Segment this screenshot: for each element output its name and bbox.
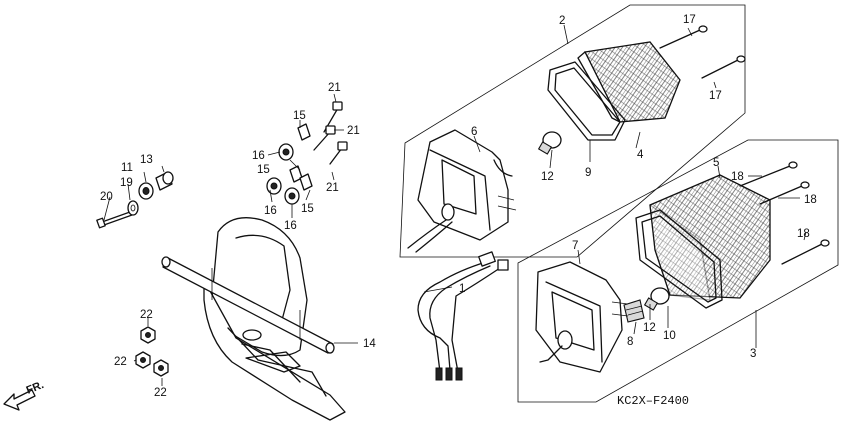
callout-15: 15: [293, 110, 306, 122]
callout-16: 16: [284, 220, 297, 232]
leader-lines: [103, 24, 807, 386]
lens-gasket-10: [635, 209, 723, 309]
mounting-screws-18: [739, 161, 830, 265]
callout-16: 16: [252, 150, 265, 162]
mounting-screws-17: [659, 25, 746, 79]
group-box-3: [517, 139, 839, 403]
callout-14: 14: [363, 338, 376, 350]
callout-16: 16: [264, 205, 277, 217]
callout-22: 22: [114, 356, 127, 368]
callout-21: 21: [328, 82, 341, 94]
taillight-lens-4: [577, 41, 681, 123]
callout-18: 18: [804, 194, 817, 206]
callout-3: 3: [750, 348, 756, 360]
callout-4: 4: [637, 149, 644, 161]
callout-labels: 2 17 17 6 4 9 12 5 18 18 18 7 1 12 8 10 …: [100, 14, 817, 399]
license-bracket: [161, 217, 346, 421]
direction-label: FR.: [25, 379, 46, 397]
hardware-grommet-11: [138, 182, 154, 200]
callout-21: 21: [347, 125, 360, 137]
callout-13: 13: [140, 154, 153, 166]
hardware-nuts-22: [135, 326, 169, 377]
bulb-12-lower: [643, 287, 670, 311]
callout-19: 19: [120, 177, 133, 189]
callout-11: 11: [121, 162, 133, 174]
callout-7: 7: [572, 240, 578, 252]
callout-12: 12: [643, 322, 656, 334]
lens-gasket-9: [547, 61, 626, 141]
callout-8: 8: [627, 336, 633, 348]
group-box-2: [399, 4, 746, 258]
bulb-12-upper: [537, 131, 562, 155]
hardware-bolt-20: [96, 211, 133, 229]
bulb-socket-8: [623, 299, 645, 323]
callout-10: 10: [663, 330, 676, 342]
hardware-collar-13: [155, 171, 174, 191]
callout-2: 2: [559, 15, 565, 27]
callout-18: 18: [797, 228, 810, 240]
taillight-lens-5: [649, 174, 771, 301]
callout-15: 15: [257, 164, 270, 176]
lamp-housing-7: [535, 261, 629, 373]
callout-18: 18: [731, 171, 744, 183]
callout-12: 12: [541, 171, 554, 183]
callout-22: 22: [154, 387, 167, 399]
hardware-collars-15: [289, 123, 313, 191]
callout-21: 21: [326, 182, 339, 194]
callout-15: 15: [301, 203, 314, 215]
callout-17: 17: [683, 14, 696, 26]
callout-22: 22: [140, 309, 153, 321]
hardware-washer-19: [127, 200, 139, 216]
callout-20: 20: [100, 191, 113, 203]
hardware-bolts-21: [313, 101, 348, 165]
front-direction-arrow: FR.: [3, 379, 46, 411]
callout-9: 9: [585, 167, 591, 179]
callout-6: 6: [471, 126, 477, 138]
lamp-housing-6: [407, 129, 517, 253]
callout-17: 17: [709, 90, 722, 102]
callout-1: 1: [459, 283, 465, 295]
wire-harness-1: [417, 251, 509, 381]
callout-5: 5: [713, 157, 719, 169]
diagram-code: KC2X–F2400: [617, 394, 689, 408]
